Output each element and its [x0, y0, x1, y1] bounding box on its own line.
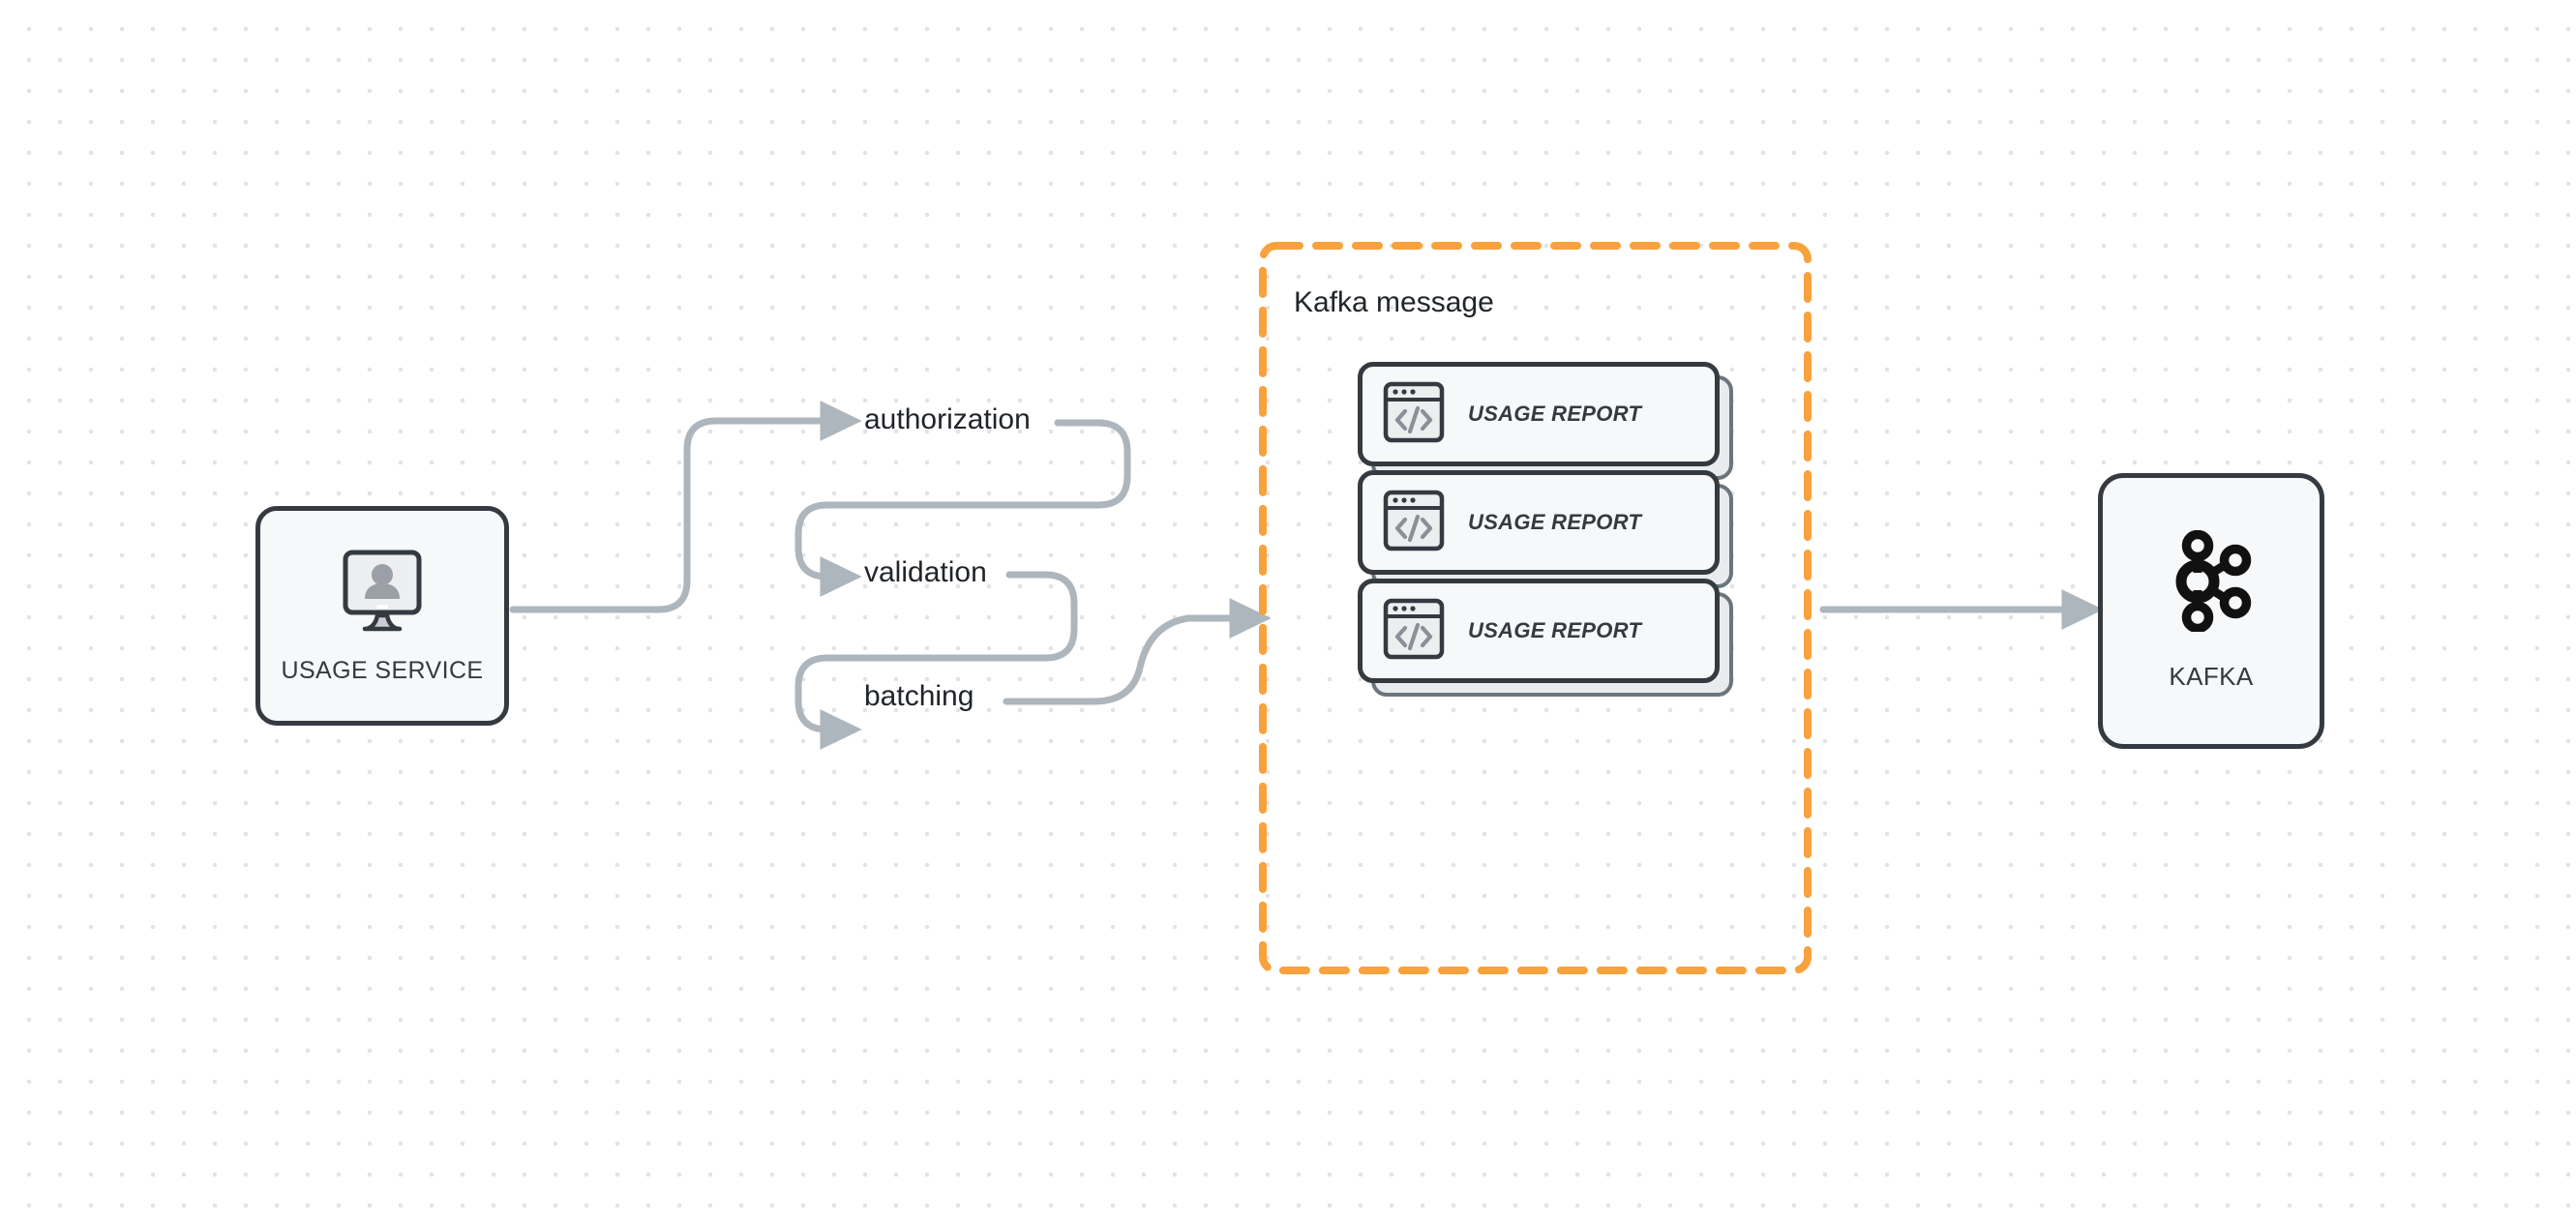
- card-usage-report[interactable]: USAGE REPORT: [1358, 470, 1733, 592]
- edge-usage-service-to-authorization: [509, 401, 862, 613]
- card-usage-report-front[interactable]: USAGE REPORT: [1358, 470, 1720, 575]
- edge-batching-to-kafka-message: [1003, 598, 1272, 705]
- group-kafka-message[interactable]: Kafka message: [1259, 242, 1812, 974]
- edge-authorization-to-validation: [794, 419, 1131, 597]
- node-kafka-label: KAFKA: [2169, 662, 2254, 691]
- card-usage-report-label: USAGE REPORT: [1468, 618, 1642, 642]
- code-window-icon: [1383, 490, 1445, 556]
- node-usage-service-label: USAGE SERVICE: [281, 656, 484, 684]
- node-usage-service[interactable]: USAGE SERVICE: [255, 506, 509, 726]
- card-usage-report-label: USAGE REPORT: [1468, 402, 1642, 426]
- code-window-icon: [1383, 381, 1445, 448]
- monitor-user-icon: [336, 548, 429, 641]
- stage-label-batching[interactable]: batching: [864, 680, 974, 712]
- card-usage-report-front[interactable]: USAGE REPORT: [1358, 362, 1720, 466]
- card-usage-report[interactable]: USAGE REPORT: [1358, 362, 1733, 484]
- stage-label-validation[interactable]: validation: [864, 556, 987, 588]
- node-kafka[interactable]: KAFKA: [2098, 473, 2324, 749]
- group-dashed-border: [1259, 242, 1812, 974]
- card-usage-report-front[interactable]: USAGE REPORT: [1358, 579, 1720, 683]
- stage-label-authorization[interactable]: authorization: [864, 403, 1031, 435]
- kafka-logo-icon: [2167, 529, 2256, 637]
- code-window-icon: [1383, 598, 1445, 665]
- card-usage-report-label: USAGE REPORT: [1468, 510, 1642, 534]
- group-kafka-message-title: Kafka message: [1294, 286, 1494, 318]
- card-usage-report[interactable]: USAGE REPORT: [1358, 579, 1733, 700]
